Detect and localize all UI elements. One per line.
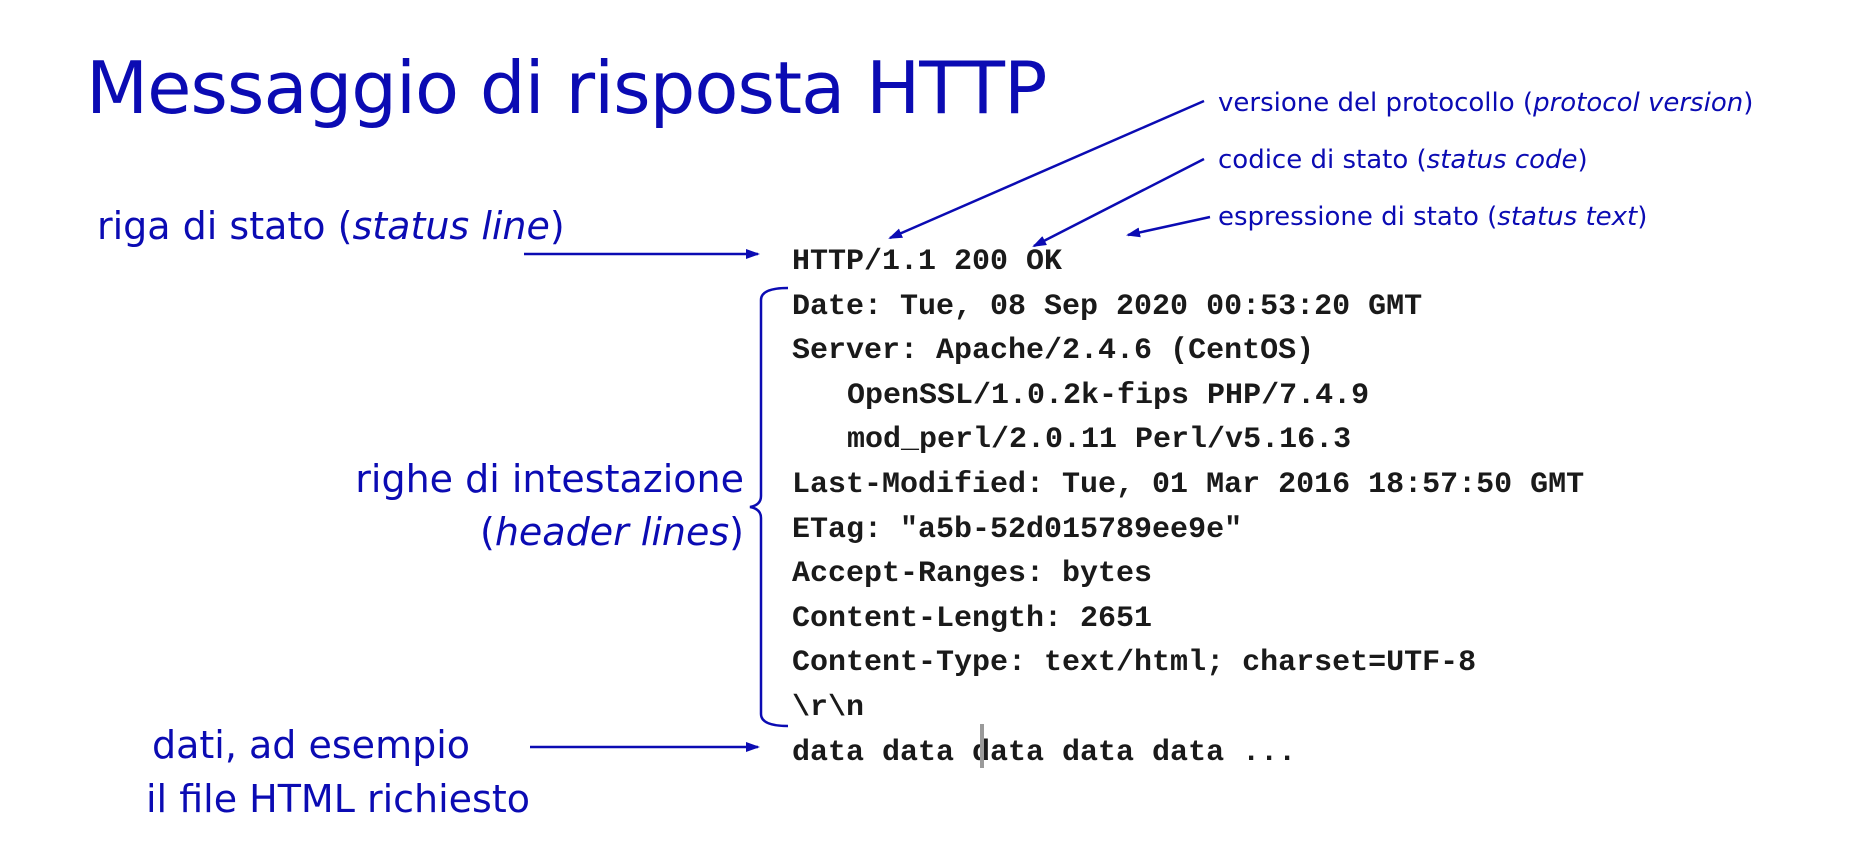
header-line: ETag: "a5b-52d015789ee9e"	[792, 512, 1243, 547]
header-line-continuation: OpenSSL/1.0.2k-fips PHP/7.4.9	[847, 378, 1370, 413]
status-text-arrow	[1126, 215, 1211, 238]
crlf-line: \r\n	[792, 690, 865, 725]
header-line: Date: Tue, 08 Sep 2020 00:53:20 GMT	[792, 289, 1423, 324]
header-line: Last-Modified: Tue, 01 Mar 2016 18:57:50…	[792, 467, 1585, 502]
protocol-version-arrow	[888, 99, 1205, 240]
text-cursor	[980, 724, 984, 768]
status-line-text: HTTP/1.1 200 OK	[792, 245, 1063, 279]
status-text-label: espressione di stato (status text)	[1218, 202, 1648, 232]
status-line-label: riga di stato (status line)	[97, 204, 565, 248]
slide-title: Messaggio di risposta HTTP	[86, 46, 1047, 130]
header-line: Accept-Ranges: bytes	[792, 557, 1153, 592]
http-response-message: HTTP/1.1 200 OK Date: Tue, 08 Sep 2020 0…	[792, 240, 1584, 775]
status-code-arrow	[1032, 157, 1205, 248]
header-lines-bracket	[749, 286, 789, 728]
status-code-label: codice di stato (status code)	[1218, 145, 1588, 175]
protocol-version-label: versione del protocollo (protocol versio…	[1218, 88, 1754, 118]
header-line: Content-Length: 2651	[792, 601, 1153, 636]
header-line-continuation: mod_perl/2.0.11 Perl/v5.16.3	[847, 423, 1352, 458]
header-lines-label: righe di intestazione (header lines)	[355, 457, 744, 554]
header-line: Content-Type: text/html; charset=UTF-8	[792, 646, 1477, 681]
body-data-line: data data data data data ...	[792, 735, 1297, 770]
header-line: Server: Apache/2.4.6 (CentOS)	[792, 334, 1315, 369]
data-label: dati, ad esempio il file HTML richiesto	[146, 723, 531, 821]
